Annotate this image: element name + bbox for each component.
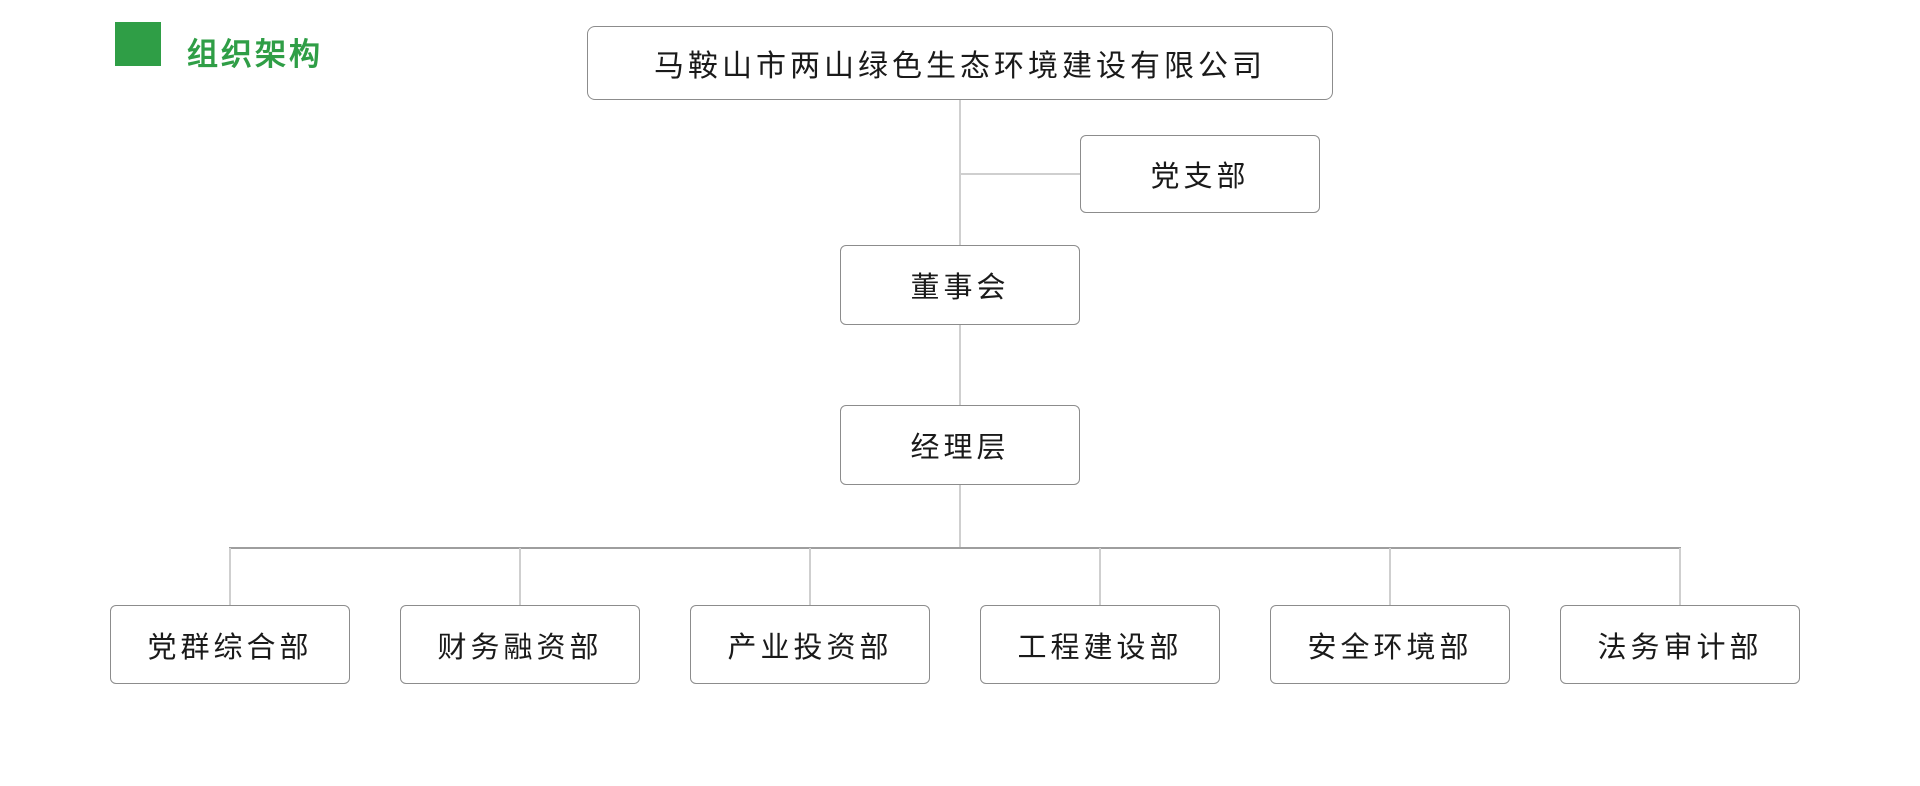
connector-departments-horizontal bbox=[229, 547, 1681, 549]
section-title: 组织架构 bbox=[187, 37, 323, 72]
connector-drop-dept-5 bbox=[1389, 548, 1391, 605]
connector-drop-dept-3 bbox=[809, 548, 811, 605]
node-dept-legal-audit: 法务审计部 bbox=[1560, 605, 1800, 684]
node-dept-industry-investment: 产业投资部 bbox=[690, 605, 930, 684]
node-dept-safety-environment: 安全环境部 bbox=[1270, 605, 1510, 684]
connector-drop-dept-2 bbox=[519, 548, 521, 605]
node-board-of-directors: 董事会 bbox=[840, 245, 1080, 325]
node-dept-party-affairs: 党群综合部 bbox=[110, 605, 350, 684]
connector-drop-dept-1 bbox=[229, 548, 231, 605]
node-company-root: 马鞍山市两山绿色生态环境建设有限公司 bbox=[587, 26, 1333, 100]
connector-party-branch-horizontal bbox=[960, 173, 1080, 175]
section-marker-icon bbox=[115, 22, 161, 66]
node-dept-finance: 财务融资部 bbox=[400, 605, 640, 684]
node-dept-engineering: 工程建设部 bbox=[980, 605, 1220, 684]
connector-drop-dept-6 bbox=[1679, 548, 1681, 605]
connector-drop-dept-4 bbox=[1099, 548, 1101, 605]
node-management-layer: 经理层 bbox=[840, 405, 1080, 485]
node-party-branch: 党支部 bbox=[1080, 135, 1320, 213]
